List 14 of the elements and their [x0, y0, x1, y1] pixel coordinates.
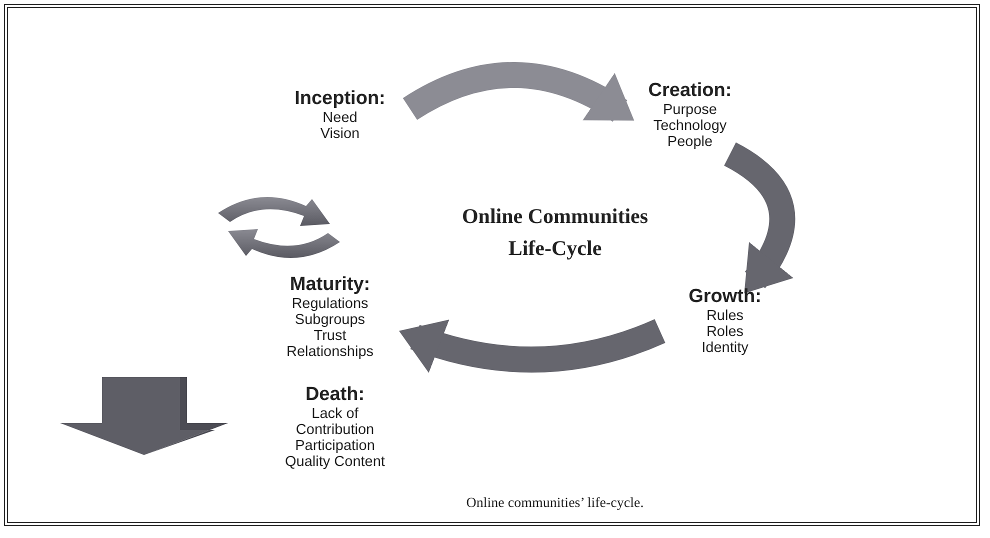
stage-heading: Growth: [688, 286, 762, 308]
diagram-title: Online Communities Life-Cycle [460, 203, 650, 262]
stage-heading: Creation: [648, 80, 732, 102]
block-arrow [398, 318, 665, 372]
stage-items: Rules Roles Identity [700, 308, 750, 356]
stage-items: Need Vision [319, 110, 361, 142]
stage-items: Regulations Subgroups Trust Relationships [285, 296, 375, 360]
caption: Online communities’ life-cycle. [465, 496, 645, 512]
stage-heading: Inception: [294, 88, 386, 110]
stage-items: Purpose Technology People [652, 102, 728, 150]
stage-items: Lack of Contribution Participation Quality Content [284, 406, 386, 470]
block-arrow [403, 62, 635, 122]
stage-heading: Maturity: [290, 274, 370, 296]
stage-heading: Death: [305, 384, 365, 406]
